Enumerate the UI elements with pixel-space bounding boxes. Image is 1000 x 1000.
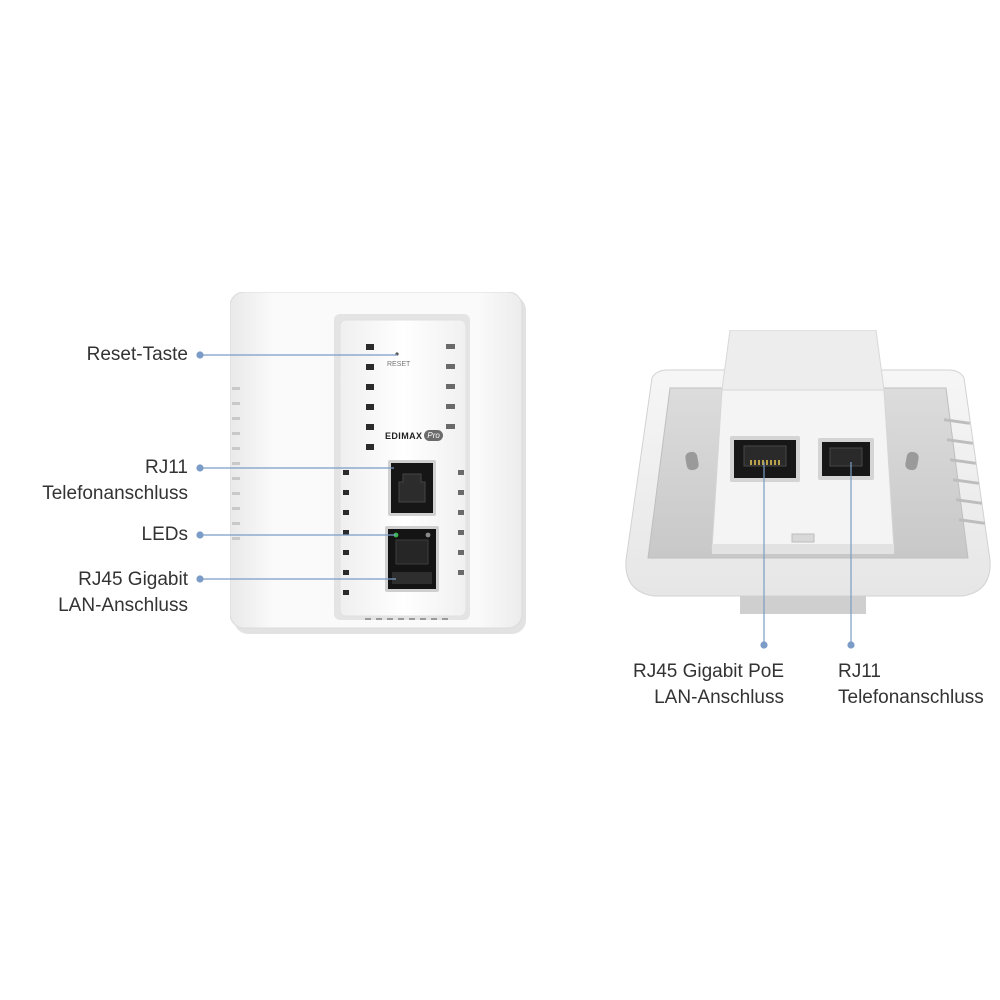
label-rj11-back-line1: RJ11 [838,661,881,682]
device-reset-print: RESET [387,361,411,368]
device-front-view [230,292,526,634]
label-rj45-port: RJ45 Gigabit LAN-Anschluss [58,567,188,619]
edimax-logo: EDIMAX Pro [385,430,443,441]
edimax-logo-text: EDIMAX [385,430,423,441]
leds-leader-dot [196,531,204,539]
label-rj45-line2: LAN-Anschluss [58,595,188,616]
label-rj45-poe-line1: RJ45 Gigabit PoE [632,661,784,682]
label-rj11-back-port: RJ11 Telefonanschluss [838,659,984,711]
label-rj11-port: RJ11 Telefonanschluss [42,457,188,504]
rj45-leader-dot [196,575,204,583]
label-rj45-line1: RJ45 Gigabit [78,569,188,590]
label-rj45-poe-port: RJ45 Gigabit PoE LAN-Anschluss [633,659,784,711]
rj11-back-leader-dot [847,641,855,649]
reset-leader-dot [196,351,204,359]
device-back-view [625,330,991,614]
label-rj11-back-line2: Telefonanschluss [838,687,984,708]
label-reset-button: Reset-Taste [86,344,188,365]
label-rj45-poe-line2: LAN-Anschluss [654,687,784,708]
edimax-pro-badge: Pro [424,430,443,441]
poe-leader-dot [760,641,768,649]
label-leds: LEDs [141,524,188,545]
rj11-leader-dot [196,464,204,472]
